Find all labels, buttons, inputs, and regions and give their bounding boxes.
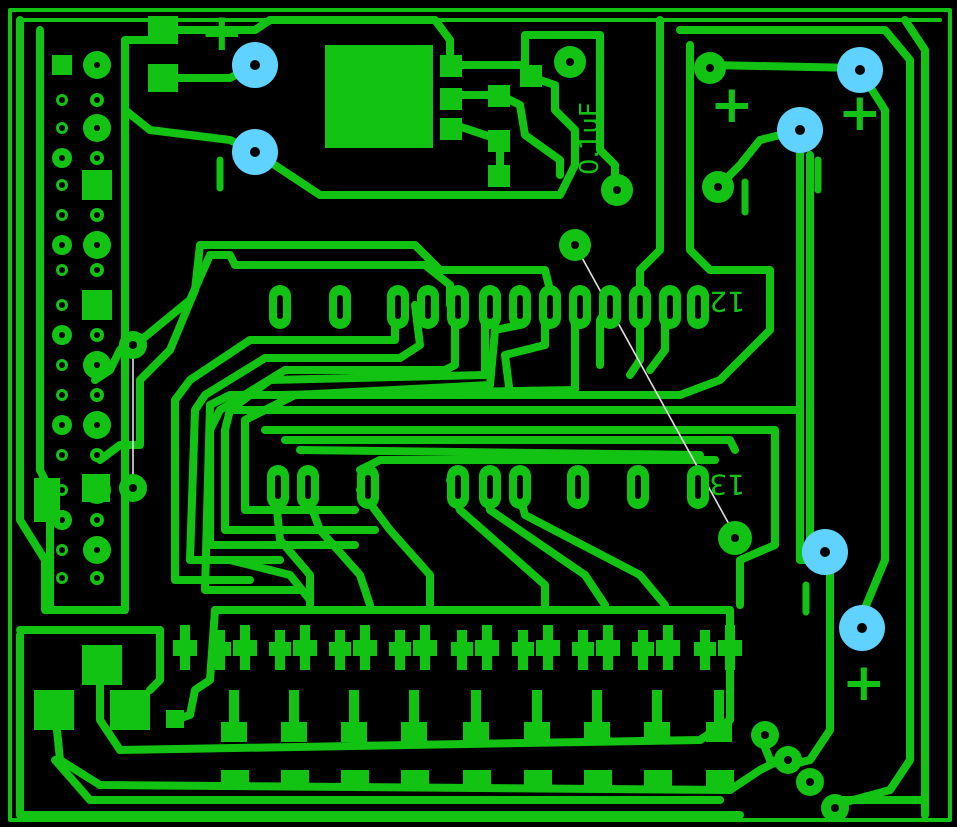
smd-pad xyxy=(148,64,178,92)
resistor-pad xyxy=(512,642,534,656)
transistor-pad xyxy=(281,722,307,742)
resistor-pad xyxy=(233,640,257,656)
transistor-pad xyxy=(401,722,427,742)
transistor-pad xyxy=(341,722,367,742)
resistor-pad xyxy=(353,640,377,656)
resistor-pad xyxy=(632,642,654,656)
header-square-pad xyxy=(82,474,110,502)
smd-pad xyxy=(440,55,462,77)
resistor-pad xyxy=(475,640,499,656)
transistor-lead xyxy=(289,690,299,725)
through-hole-pads xyxy=(119,46,849,822)
bottom-pad xyxy=(584,770,612,790)
transistor-lead xyxy=(471,690,481,725)
resistor-pad xyxy=(209,642,231,656)
transistor-pad xyxy=(463,722,489,742)
transistor-pad xyxy=(524,722,550,742)
transistor-lead xyxy=(652,690,662,725)
bottom-pad xyxy=(341,770,369,790)
plus-label-top: + xyxy=(200,3,244,63)
resistor-pad xyxy=(329,642,351,656)
resistor-pad xyxy=(596,640,620,656)
resistor-pad xyxy=(173,640,197,656)
header-square-pad xyxy=(52,55,72,75)
plus-label-bottom: + xyxy=(842,653,886,713)
transistor-lead xyxy=(532,690,542,725)
header-square-pad xyxy=(82,290,112,320)
smd-pad xyxy=(488,85,510,107)
transistor-pad xyxy=(644,722,670,742)
via-pads xyxy=(232,42,885,651)
resistor-pad xyxy=(656,640,680,656)
bottom-pad xyxy=(281,770,309,790)
power-pad xyxy=(34,690,74,730)
header-pin-column xyxy=(34,51,112,585)
transistor-lead xyxy=(349,690,359,725)
resistor-pad xyxy=(451,642,473,656)
resistor-pad xyxy=(536,640,560,656)
resistor-pad xyxy=(389,642,411,656)
smd-pad xyxy=(148,16,178,44)
resistor-pad xyxy=(413,640,437,656)
plus-label-right: + xyxy=(710,75,754,135)
capacitor-value-label: 0.1uF xyxy=(575,102,605,175)
bottom-pad xyxy=(524,770,552,790)
minus-marks xyxy=(216,156,822,616)
plus-label-far-right: + xyxy=(838,83,882,143)
transistor-pad xyxy=(706,722,732,742)
smd-pad xyxy=(520,65,542,87)
transistor-pad xyxy=(584,722,610,742)
smd-pad xyxy=(488,165,510,187)
bottom-pad xyxy=(706,770,734,790)
smd-pad xyxy=(440,118,462,140)
resistor-pad xyxy=(293,640,317,656)
polarity-labels: + + + + xyxy=(200,3,886,713)
resistor-pad xyxy=(572,642,594,656)
transistor-lead xyxy=(714,690,724,725)
power-pad xyxy=(110,690,150,730)
resistor-pad xyxy=(694,642,716,656)
transistor-lead xyxy=(229,690,239,725)
bottom-pad xyxy=(401,770,429,790)
bottom-pad xyxy=(463,770,491,790)
bottom-pad xyxy=(644,770,672,790)
transistor-lead xyxy=(409,690,419,725)
bottom-connector-row xyxy=(267,465,709,509)
regulator-tab xyxy=(325,45,433,148)
transistor-array xyxy=(166,625,742,790)
smd-pad xyxy=(440,88,462,110)
bottom-pad xyxy=(221,770,249,790)
resistor-pad xyxy=(269,642,291,656)
header-square-pad xyxy=(34,478,60,522)
top-connector-row xyxy=(269,285,709,329)
resistor-pad xyxy=(718,640,742,656)
power-pad xyxy=(82,645,122,685)
header-square-pad xyxy=(82,170,112,200)
pin-13-label: 13 xyxy=(709,468,745,501)
transistor-lead xyxy=(592,690,602,725)
transistor-pad xyxy=(166,710,184,728)
pin-12-label: 12 xyxy=(709,285,745,318)
smd-pad xyxy=(488,130,510,152)
transistor-pad xyxy=(221,722,247,742)
